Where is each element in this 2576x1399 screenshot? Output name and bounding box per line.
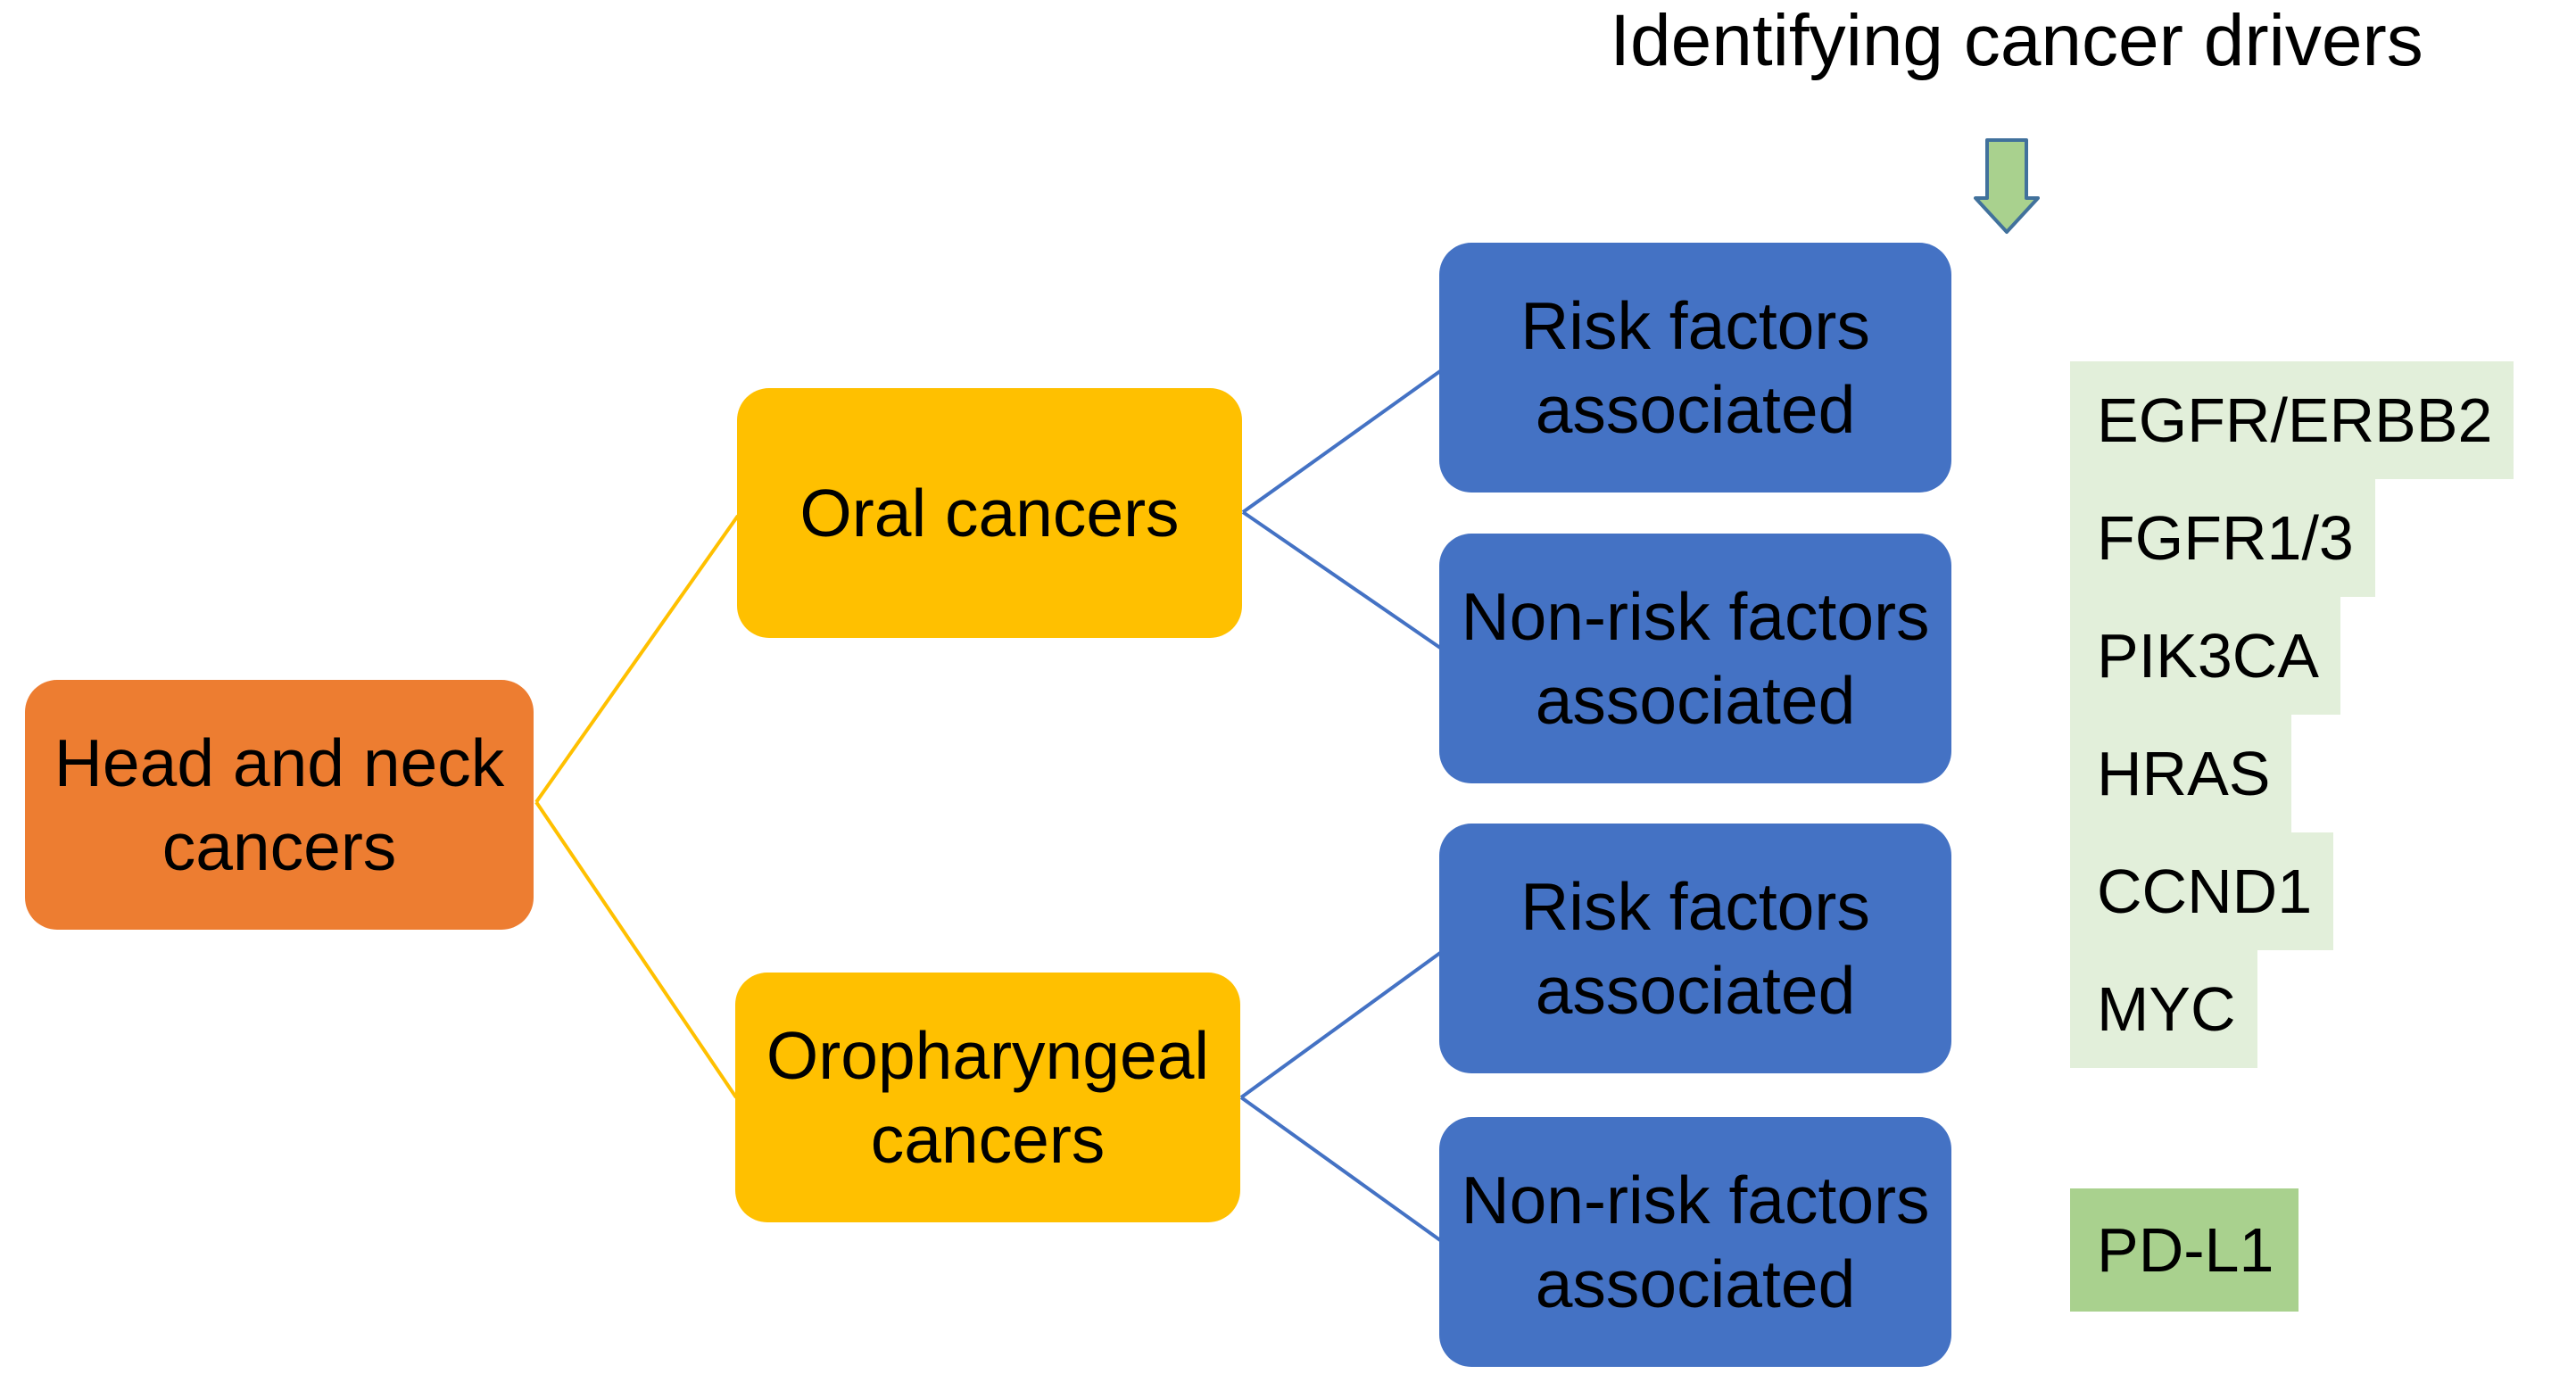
gene-label: FGFR1/3 (2070, 479, 2375, 597)
node-oropharyngeal-cancers: Oropharyngeal cancers (735, 973, 1240, 1222)
gene-label: EGFR/ERBB2 (2070, 361, 2514, 479)
node-head-and-neck-cancers: Head and neck cancers (25, 680, 534, 930)
node-label: Risk factors associated (1520, 287, 1870, 448)
gene-list-item: FGFR1/3 (2070, 479, 2514, 597)
node-oral-risk-factors: Risk factors associated (1439, 243, 1951, 493)
gene-label: CCND1 (2070, 832, 2334, 950)
nonrisk-driver-gene-chip: PD-L1 (2070, 1188, 2299, 1312)
node-label: Head and neck cancers (54, 724, 505, 885)
connector-root-to-oropharyngeal (534, 800, 738, 1099)
gene-list-item: CCND1 (2070, 832, 2514, 950)
node-label: Risk factors associated (1520, 868, 1870, 1029)
gene-label: HRAS (2070, 715, 2292, 832)
node-oral-nonrisk-factors: Non-risk factors associated (1439, 534, 1951, 783)
gene-list-item: HRAS (2070, 715, 2514, 832)
node-oropharyngeal-risk-factors: Risk factors associated (1439, 824, 1951, 1073)
node-label: Non-risk factors associated (1461, 1162, 1930, 1322)
node-label: Oropharyngeal cancers (766, 1017, 1210, 1178)
gene-label: PIK3CA (2070, 597, 2340, 715)
node-oropharyngeal-nonrisk-factors: Non-risk factors associated (1439, 1117, 1951, 1367)
node-label: Oral cancers (799, 475, 1180, 550)
gene-list-item: MYC (2070, 950, 2514, 1068)
risk-driver-gene-list: EGFR/ERBB2 FGFR1/3 PIK3CA HRAS CCND1 MYC (2070, 361, 2514, 1068)
node-label: Non-risk factors associated (1461, 578, 1930, 739)
connector-oral-to-nonrisk (1241, 510, 1442, 650)
gene-list-item: PIK3CA (2070, 597, 2514, 715)
connector-oropharyngeal-to-risk (1239, 951, 1442, 1099)
node-oral-cancers: Oral cancers (737, 388, 1242, 638)
gene-list-item: EGFR/ERBB2 (2070, 361, 2514, 479)
gene-label: MYC (2070, 950, 2257, 1068)
connector-oral-to-risk (1241, 369, 1442, 514)
down-arrow-icon (1974, 138, 2040, 234)
annotation-title: Identifying cancer drivers (1610, 0, 2423, 81)
connector-oropharyngeal-to-nonrisk (1239, 1096, 1442, 1242)
connector-root-to-oral (534, 514, 740, 804)
